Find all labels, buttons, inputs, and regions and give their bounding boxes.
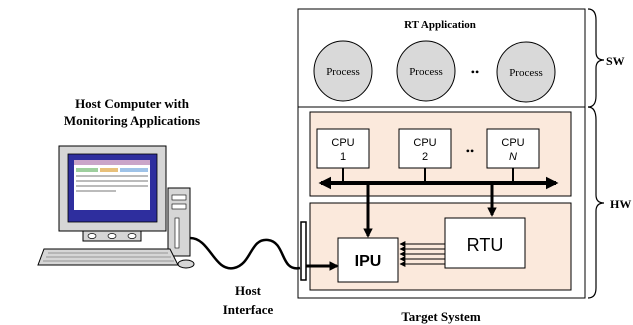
ipu-box: IPU	[337, 237, 399, 283]
cpu-2-index: 2	[422, 151, 428, 163]
cpu-n-label: CPU	[501, 137, 524, 149]
host-interface-connector	[300, 221, 307, 281]
process-ellipsis: ••	[471, 65, 479, 79]
cpu-n-index: N	[509, 151, 517, 163]
cpu-ellipsis: ••	[466, 144, 474, 158]
cpu-2-box: CPU 2	[398, 128, 452, 169]
process-2-label: Process	[409, 66, 443, 78]
host-interface-cable	[189, 236, 301, 270]
host-interface-line2: Interface	[223, 302, 274, 317]
rt-application-title: RT Application	[404, 19, 476, 31]
process-1-label: Process	[326, 66, 360, 78]
cpu-1-label: CPU	[331, 137, 354, 149]
host-title-line1: Host Computer with	[75, 96, 190, 111]
cpu-1-box: CPU 1	[316, 128, 370, 169]
cpu-2-label: CPU	[413, 137, 436, 149]
mouse	[177, 259, 195, 269]
cpu-1-index: 1	[340, 151, 346, 163]
host-interface-line1: Host	[235, 283, 262, 298]
cpu-n-box: CPU N	[486, 128, 540, 169]
process-1: Process	[313, 40, 373, 102]
sw-brace	[587, 8, 605, 108]
process-3-label: Process	[509, 67, 543, 79]
ipu-label: IPU	[355, 253, 382, 270]
host-title-line2: Monitoring Applications	[64, 113, 200, 128]
rtu-to-ipu-arrows	[399, 241, 445, 267]
hw-label: HW	[610, 197, 631, 211]
target-system-label: Target System	[401, 309, 480, 324]
rtu-box: RTU	[444, 217, 526, 269]
rtu-label: RTU	[467, 235, 504, 255]
hw-brace	[587, 106, 605, 299]
sw-label: SW	[606, 54, 625, 68]
process-2: Process	[396, 40, 456, 102]
host-computer-illustration	[37, 145, 301, 270]
process-3: Process	[496, 41, 556, 103]
